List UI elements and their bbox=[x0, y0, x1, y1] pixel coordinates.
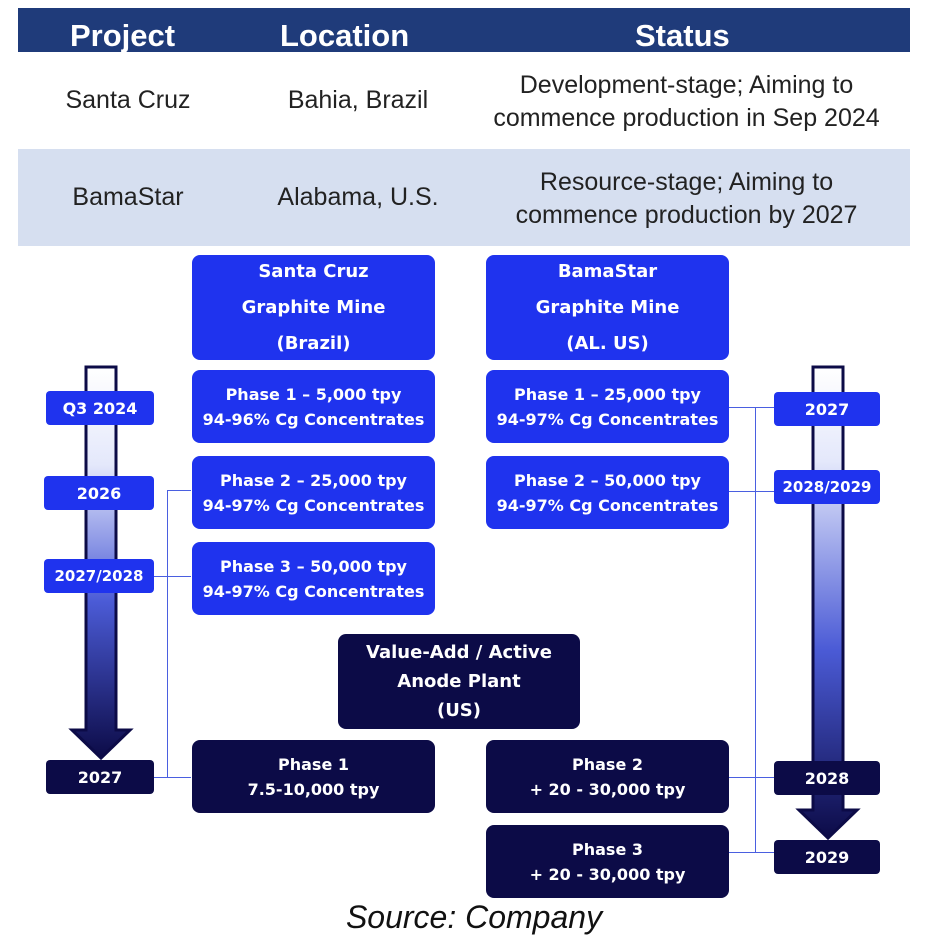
header-status: Status bbox=[635, 18, 730, 53]
phase-title: Phase 2 – 25,000 tpy bbox=[220, 470, 407, 490]
header-location: Location bbox=[280, 18, 410, 53]
connector-tick bbox=[729, 407, 774, 408]
cell-status: Development-stage; Aiming to commence pr… bbox=[463, 69, 910, 135]
bamastar-phase-1: Phase 1 – 25,000 tpy 94-97% Cg Concentra… bbox=[486, 370, 729, 443]
phase-title: Phase 1 – 25,000 tpy bbox=[514, 384, 701, 404]
phase-detail: 7.5-10,000 tpy bbox=[247, 779, 380, 799]
status-line: Development-stage; Aiming to bbox=[519, 71, 854, 99]
phase-detail: 94-97% Cg Concentrates bbox=[496, 409, 719, 429]
mine-country: (Brazil) bbox=[276, 332, 351, 354]
santa-cruz-phase-1: Phase 1 – 5,000 tpy 94-96% Cg Concentrat… bbox=[192, 370, 435, 443]
mine-country: (AL. US) bbox=[566, 332, 649, 354]
phase-detail: 94-97% Cg Concentrates bbox=[202, 581, 425, 601]
cell-status: Resource-stage; Aiming to commence produ… bbox=[463, 166, 910, 232]
table-row: Santa Cruz Bahia, Brazil Development-sta… bbox=[18, 52, 910, 149]
plant-subtitle: Anode Plant bbox=[397, 671, 521, 692]
left-connector-line bbox=[167, 490, 168, 777]
right-connector-line bbox=[755, 407, 756, 853]
timeline-tag: 2028 bbox=[774, 761, 880, 795]
timeline-tag: 2027 bbox=[774, 392, 880, 426]
mine-title: BamaStar bbox=[557, 260, 658, 282]
timeline-tag: 2027 bbox=[46, 760, 154, 794]
phase-detail: 94-97% Cg Concentrates bbox=[202, 495, 425, 515]
project-table: Project Location Status Santa Cruz Bahia… bbox=[18, 8, 910, 246]
source-caption: Source: Company bbox=[345, 899, 603, 935]
plant-phase-2: Phase 2 + 20 - 30,000 tpy bbox=[486, 740, 729, 813]
phase-title: Phase 1 – 5,000 tpy bbox=[225, 384, 402, 404]
phase-title: Phase 1 bbox=[278, 754, 349, 774]
status-line: Resource-stage; Aiming to bbox=[539, 168, 834, 196]
status-line: commence production in Sep 2024 bbox=[493, 104, 880, 132]
timeline-tag: 2029 bbox=[774, 840, 880, 874]
phase-detail: 94-97% Cg Concentrates bbox=[496, 495, 719, 515]
mine-title: Santa Cruz bbox=[258, 260, 369, 282]
plant-phase-3: Phase 3 + 20 - 30,000 tpy bbox=[486, 825, 729, 898]
plant-title: Value-Add / Active bbox=[366, 642, 552, 663]
mine-subtitle: Graphite Mine bbox=[535, 296, 680, 318]
cell-project: BamaStar bbox=[72, 183, 184, 211]
phase-title: Phase 3 bbox=[572, 839, 643, 859]
phase-detail: + 20 - 30,000 tpy bbox=[529, 779, 686, 799]
phase-title: Phase 2 – 50,000 tpy bbox=[514, 470, 701, 490]
phase-title: Phase 3 – 50,000 tpy bbox=[220, 556, 407, 576]
connector-tick bbox=[167, 490, 191, 491]
cell-location: Bahia, Brazil bbox=[287, 86, 429, 114]
cell-project: Santa Cruz bbox=[65, 86, 191, 114]
bamastar-mine-box: BamaStar Graphite Mine (AL. US) bbox=[486, 255, 729, 360]
connector-tick bbox=[729, 852, 774, 853]
connector-tick bbox=[729, 491, 774, 492]
cell-location: Alabama, U.S. bbox=[277, 183, 439, 211]
phase-detail: 94-96% Cg Concentrates bbox=[202, 409, 425, 429]
header-project: Project bbox=[70, 18, 176, 53]
connector-tick bbox=[154, 576, 191, 577]
connector-tick bbox=[154, 777, 191, 778]
table-header: Project Location Status bbox=[18, 8, 910, 53]
santa-cruz-phase-3: Phase 3 – 50,000 tpy 94-97% Cg Concentra… bbox=[192, 542, 435, 615]
timeline-tag: 2027/2028 bbox=[44, 559, 154, 593]
santa-cruz-phase-2: Phase 2 – 25,000 tpy 94-97% Cg Concentra… bbox=[192, 456, 435, 529]
plant-location: (US) bbox=[436, 700, 482, 721]
mine-subtitle: Graphite Mine bbox=[241, 296, 386, 318]
plant-phase-1: Phase 1 7.5-10,000 tpy bbox=[192, 740, 435, 813]
phase-title: Phase 2 bbox=[572, 754, 643, 774]
table-row: BamaStar Alabama, U.S. Resource-stage; A… bbox=[18, 149, 910, 246]
timeline-tag: 2028/2029 bbox=[774, 470, 880, 504]
timeline-tag: Q3 2024 bbox=[46, 391, 154, 425]
phase-detail: + 20 - 30,000 tpy bbox=[529, 864, 686, 884]
bamastar-phase-2: Phase 2 – 50,000 tpy 94-97% Cg Concentra… bbox=[486, 456, 729, 529]
santa-cruz-mine-box: Santa Cruz Graphite Mine (Brazil) bbox=[192, 255, 435, 360]
connector-tick bbox=[729, 777, 774, 778]
status-line: commence production by 2027 bbox=[515, 201, 858, 229]
anode-plant-box: Value-Add / Active Anode Plant (US) bbox=[338, 634, 580, 729]
timeline-tag: 2026 bbox=[44, 476, 154, 510]
